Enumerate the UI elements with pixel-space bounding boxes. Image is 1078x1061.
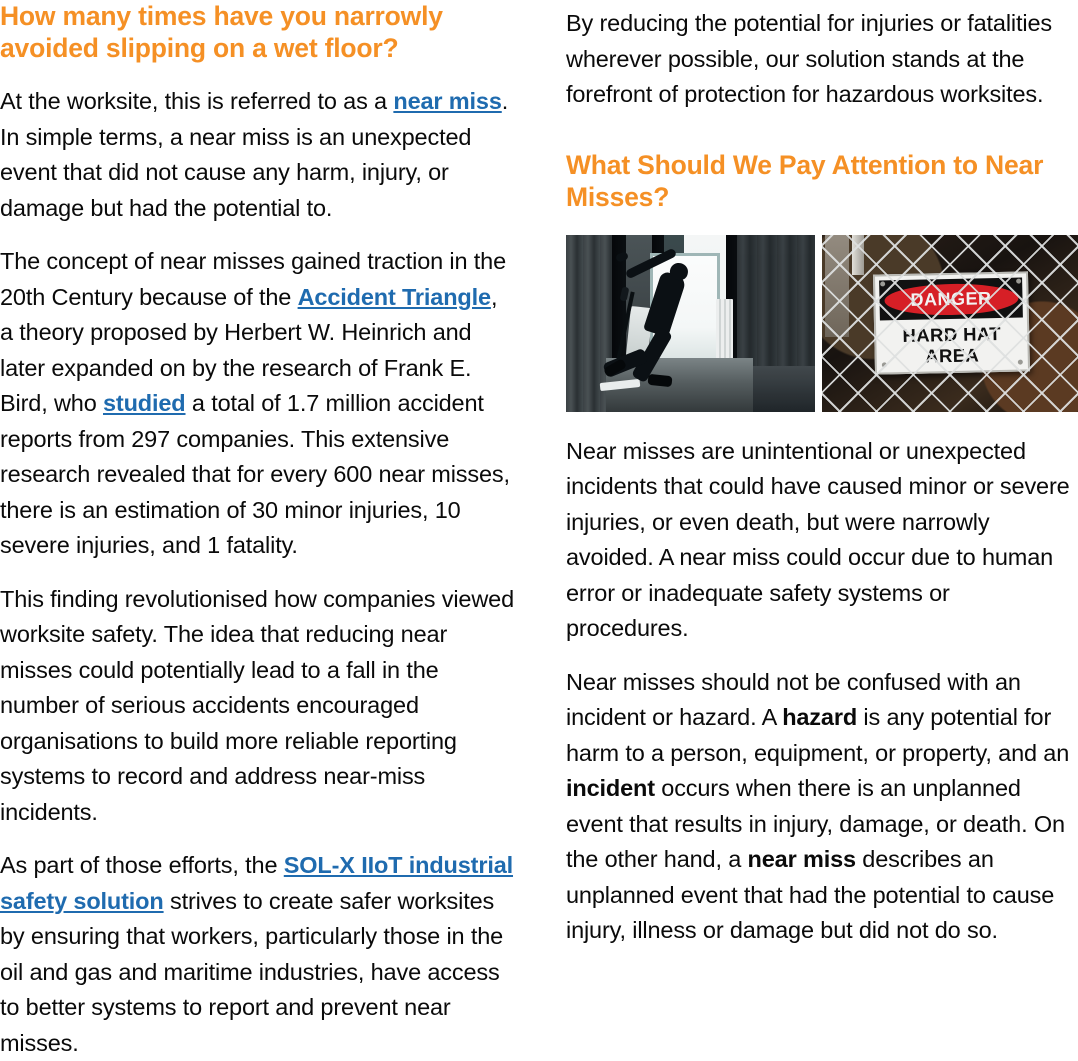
fence-scene: DANGER HARD HAT AREA (822, 234, 1078, 412)
right-paragraph-2: Near misses are unintentional or unexpec… (566, 437, 1070, 642)
right-column-heading: What Should We Pay Attention to Near Mis… (566, 149, 1044, 212)
spacer (566, 213, 1078, 235)
spacer (0, 830, 516, 848)
left-paragraph-2-text-2: , a theory proposed by Herbert W. Heinri… (0, 283, 498, 417)
figure-row: DANGER HARD HAT AREA (566, 234, 1078, 412)
left-paragraph-4-text-1: As part of those efforts, the (0, 852, 284, 878)
left-paragraph-3: This finding revolutionised how companie… (0, 585, 514, 825)
right-column: By reducing the potential for injuries o… (566, 0, 1078, 949)
right-paragraph-3-text-2: is any potential for harm to a person, e… (566, 704, 1070, 766)
right-paragraph-3-text-1: Near misses should not be confused with … (566, 668, 1021, 731)
left-paragraph-1-text-before-link: At the worksite, this is referred to as … (0, 88, 394, 114)
right-paragraph-3-text-3: occurs when there is an unplanned event … (566, 775, 1065, 872)
right-paragraph-1: By reducing the potential for injuries o… (566, 10, 1052, 107)
worker-slipping-on-wet-floor-photo (566, 234, 815, 412)
left-paragraph-1: At the worksite, this is referred to as … (0, 84, 516, 226)
studied-link[interactable]: studied (103, 390, 186, 416)
accident-triangle-link[interactable]: Accident Triangle (297, 283, 491, 310)
right-paragraph-3: Near misses should not be confused with … (566, 665, 1078, 949)
hazard-bold-term: hazard (782, 704, 858, 730)
worker-shoe-front (647, 373, 673, 387)
corridor-radiator (716, 298, 733, 377)
spacer (0, 564, 516, 582)
spacer (566, 647, 1078, 665)
left-paragraph-1-text-after-link: . In simple terms, a near miss is an une… (0, 88, 509, 221)
near-miss-link[interactable]: near miss (393, 88, 502, 114)
left-paragraph-4: As part of those efforts, the SOL-X IIoT… (0, 848, 516, 1061)
danger-hard-hat-area-sign-photo: DANGER HARD HAT AREA (822, 234, 1078, 412)
spacer (566, 412, 1078, 434)
corridor-background (566, 234, 815, 412)
incident-bold-term: incident (566, 775, 655, 801)
left-paragraph-2-text-3: a total of 1.7 million accident reports … (0, 390, 510, 558)
left-paragraph-2-text-1: The concept of near misses gained tracti… (0, 248, 507, 310)
spacer (0, 226, 516, 244)
spacer (0, 64, 516, 84)
chain-link-fence-mesh (822, 234, 1078, 412)
left-paragraph-2: The concept of near misses gained tracti… (0, 244, 516, 564)
left-column: How many times have you narrowly avoided… (0, 0, 516, 1061)
spacer (566, 113, 1078, 149)
near-miss-bold-term: near miss (747, 846, 857, 872)
left-column-heading: How many times have you narrowly avoided… (0, 1, 443, 63)
